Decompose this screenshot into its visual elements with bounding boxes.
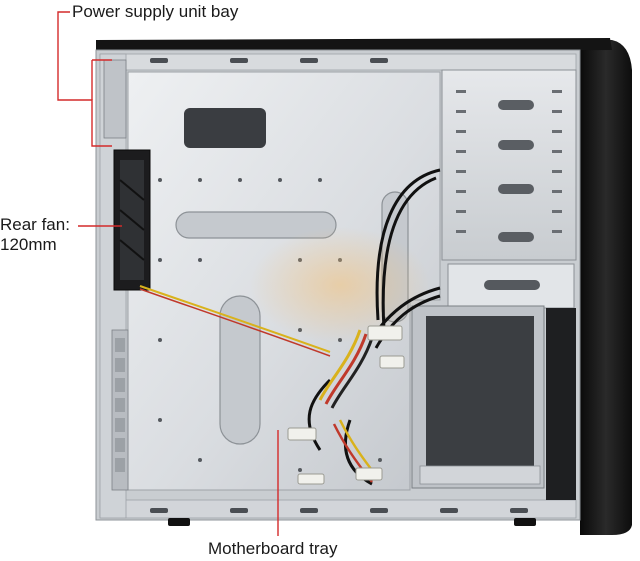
hdd-cage-interior	[426, 316, 534, 482]
psu-callout-line	[57, 11, 112, 147]
drive-bay-slots	[498, 100, 534, 242]
psu-bay-opening	[103, 59, 127, 139]
tray-cutout-vertical	[219, 295, 261, 445]
tray-cutout-top	[184, 108, 266, 148]
molex-connector	[287, 325, 405, 485]
front-rail	[546, 308, 576, 500]
hdd-cage-floor	[419, 465, 541, 485]
case-feet	[168, 518, 536, 526]
bottom-rail	[99, 499, 577, 519]
expansion-slots	[111, 329, 129, 491]
tray-cutout-horizontal	[175, 211, 337, 239]
motherboard-tray-label: Motherboard tray	[208, 539, 338, 558]
callout-lines	[57, 11, 279, 536]
floppy-bay-slot	[484, 280, 540, 290]
watermark-glow	[250, 227, 430, 343]
rear-fan-label: Rear fan: 120mm	[0, 215, 70, 255]
rear-fan-label-line2: 120mm	[0, 235, 57, 254]
fan-wire-yellow	[139, 285, 331, 353]
rear-fan	[113, 149, 151, 291]
drive-bay-vents	[456, 90, 562, 233]
psu-bay-label: Power supply unit bay	[72, 2, 239, 21]
case-top-edge	[96, 38, 612, 52]
rear-fan-label-line1: Rear fan:	[0, 215, 70, 234]
rail-slots	[150, 58, 528, 513]
fan-wire-red	[139, 288, 331, 357]
case-front-bezel	[580, 40, 632, 535]
top-rail	[99, 53, 577, 71]
